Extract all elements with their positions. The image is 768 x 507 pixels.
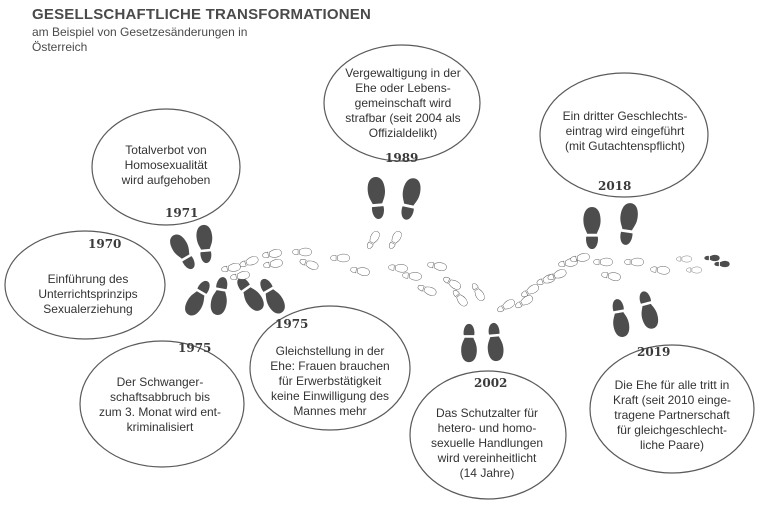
event-text-line: Gleichstellung in der [276,344,385,358]
event-bubble-1975-a: 1975 Der Schwanger- schaftsabbruch bis z… [79,340,245,468]
footprint-icon [704,254,720,262]
event-bubble-1970: 1970 Einführung des Unterrichtsprinzips … [4,230,166,340]
event-text-line: Sexualerziehung [43,302,132,316]
event-text-line: sexuelle Handlungen [431,436,543,450]
footprint-icon [330,253,350,263]
footprint-icon [238,254,260,270]
event-text-line: Unterrichtsprinzips [38,287,137,301]
footprint-icon [461,323,477,363]
footprint-icon [181,277,215,319]
footprint-icon [416,282,438,298]
event-bubble-2018: 2018 Ein dritter Geschlechts- eintrag wi… [539,72,709,198]
event-bubble-2002: 2002 Das Schutzalter für hetero- und hom… [409,370,567,500]
footprint-icon [208,275,232,317]
footprint-icon [397,176,423,222]
event-text-line: Der Schwanger- [117,375,204,389]
event-text-line: Ehe oder Lebens- [355,81,450,95]
event-text-line: keine Einwilligung des [271,389,389,403]
footprint-icon [608,297,632,339]
event-year: 2002 [474,376,507,390]
event-text-line: (mit Gutachtenspflicht) [565,139,685,153]
footprint-icon [349,265,371,277]
event-text-line: Ein dritter Geschlechts- [563,109,688,123]
footprint-trail [166,176,730,363]
footprint-icon [535,272,557,288]
event-year: 1970 [88,237,121,251]
event-year: 1975 [178,341,211,355]
footprint-icon [292,247,312,257]
event-text-line: hetero- und homo- [438,421,537,435]
footprint-icon [600,270,622,282]
footprint-icon [262,258,284,270]
footprint-icon [583,206,601,250]
event-text-line: (14 Jahre) [460,466,515,480]
footprint-icon [450,287,470,309]
event-text-line: wird aufgehoben [121,173,211,187]
footprint-icon [649,264,671,276]
event-text-line: Totalverbot von [125,143,206,157]
event-text-line: für gleichgeschlecht- [617,423,727,437]
footprint-icon [426,260,448,272]
event-text-line: Homosexualität [125,158,208,172]
event-text-line: Einführung des [48,272,129,286]
footprint-icon [441,274,463,292]
event-text-line: Offizialdelikt) [369,126,437,140]
footprint-icon [593,257,613,267]
event-text-line: Ehe: Frauen brauchen [270,359,389,373]
footprint-icon [469,281,487,303]
footprint-icon [546,267,568,283]
footprint-icon [166,231,200,273]
footprint-icon [401,270,423,282]
event-text-line: zum 3. Monat wird ent- [99,405,221,419]
event-bubble-1975-b: 1975 Gleichstellung in der Ehe: Frauen b… [249,305,411,431]
event-text-line: liche Paare) [640,438,704,452]
event-text-line: Die Ehe für alle tritt in [615,378,730,392]
event-text-line: Mannes mehr [293,404,366,418]
event-text-line: eintrag wird eingeführt [566,124,685,138]
event-year: 2018 [598,179,631,193]
footprint-icon [387,262,409,274]
event-text-line: gemeinschaft wird [355,96,452,110]
event-text-line: wird vereinheitlicht [437,451,537,465]
footprint-icon [616,201,640,247]
footprint-icon [676,255,692,263]
footprint-icon [686,266,702,274]
footprint-icon [195,224,215,264]
event-text-line: Das Schutzalter für [436,406,538,420]
footprint-icon [220,262,242,274]
event-text-line: tragene Partnerschaft [614,408,730,422]
event-text-line: Kraft (seit 2010 einge- [613,393,731,407]
event-bubble-1971: 1971 Totalverbot von Homosexualität wird… [91,108,241,226]
event-bubble-2019: 2019 Die Ehe für alle tritt in Kraft (se… [589,344,755,474]
footprint-icon [635,289,661,331]
event-text-line: kriminalisiert [127,420,194,434]
event-text-line: strafbar (seit 2004 als [345,111,460,125]
event-year: 1989 [385,151,418,165]
footprint-icon [298,256,320,272]
page-subtitle: am Beispiel von Gesetzesänderungen in Ös… [32,25,248,54]
footprint-icon [366,176,388,220]
footprint-icon [714,260,730,268]
event-text-line: Vergewaltigung in der [345,66,460,80]
footprint-icon [386,229,404,251]
footprint-icon [485,322,505,362]
footprint-icon [624,257,644,267]
event-year: 1975 [275,317,308,331]
footprint-icon [261,248,283,260]
event-year: 1971 [165,206,198,220]
event-text-line: schaftsabbruch bis [110,390,210,404]
event-text-line: für Erwerbstätigkeit [279,374,382,388]
page-title: GESELLSCHAFTLICHE TRANSFORMATIONEN [32,6,372,23]
event-bubble-1989: 1989 Vergewaltigung in der Ehe oder Lebe… [323,44,481,165]
event-year: 2019 [637,345,670,359]
footprint-icon [495,297,517,315]
footprint-icon [364,229,382,251]
